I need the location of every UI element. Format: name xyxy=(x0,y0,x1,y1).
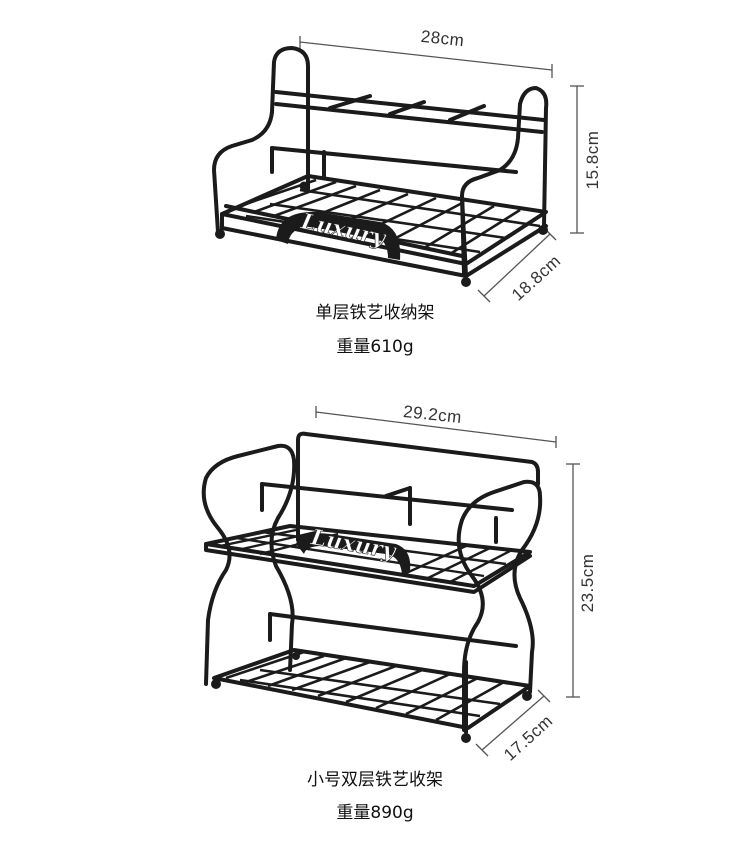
height-dimension-line xyxy=(566,463,580,698)
width-dimension-line xyxy=(299,36,553,78)
width-dimension-line xyxy=(315,406,557,448)
product-weight: 重量890g xyxy=(336,803,414,823)
product-panel-single-tier: 28cm 15.8cm 18.8cm xyxy=(0,0,750,400)
product-name: 小号双层铁艺收架 xyxy=(307,770,443,790)
logo-text: Luxury xyxy=(308,524,399,565)
height-label: 23.5cm xyxy=(578,554,597,613)
height-dimension-line xyxy=(570,85,584,234)
depth-label: 17.5cm xyxy=(500,711,556,764)
product-weight: 重量610g xyxy=(336,337,414,357)
single-tier-rack-illustration: 28cm 15.8cm 18.8cm xyxy=(212,27,602,305)
height-label: 15.8cm xyxy=(583,131,602,190)
depth-label: 18.8cm xyxy=(508,251,564,304)
lower-shelf-bars xyxy=(225,650,505,722)
product-name: 单层铁艺收纳架 xyxy=(315,303,435,323)
product-panel-double-tier: 29.2cm 23.5cm 17.5cm xyxy=(0,400,750,844)
depth-dimension-line xyxy=(475,689,551,757)
rack-feet xyxy=(211,652,532,743)
rack-frame xyxy=(201,431,543,734)
double-tier-rack-illustration: 29.2cm 23.5cm 17.5cm xyxy=(201,402,597,765)
rack-feet xyxy=(215,181,548,287)
width-label: 28cm xyxy=(420,27,465,50)
